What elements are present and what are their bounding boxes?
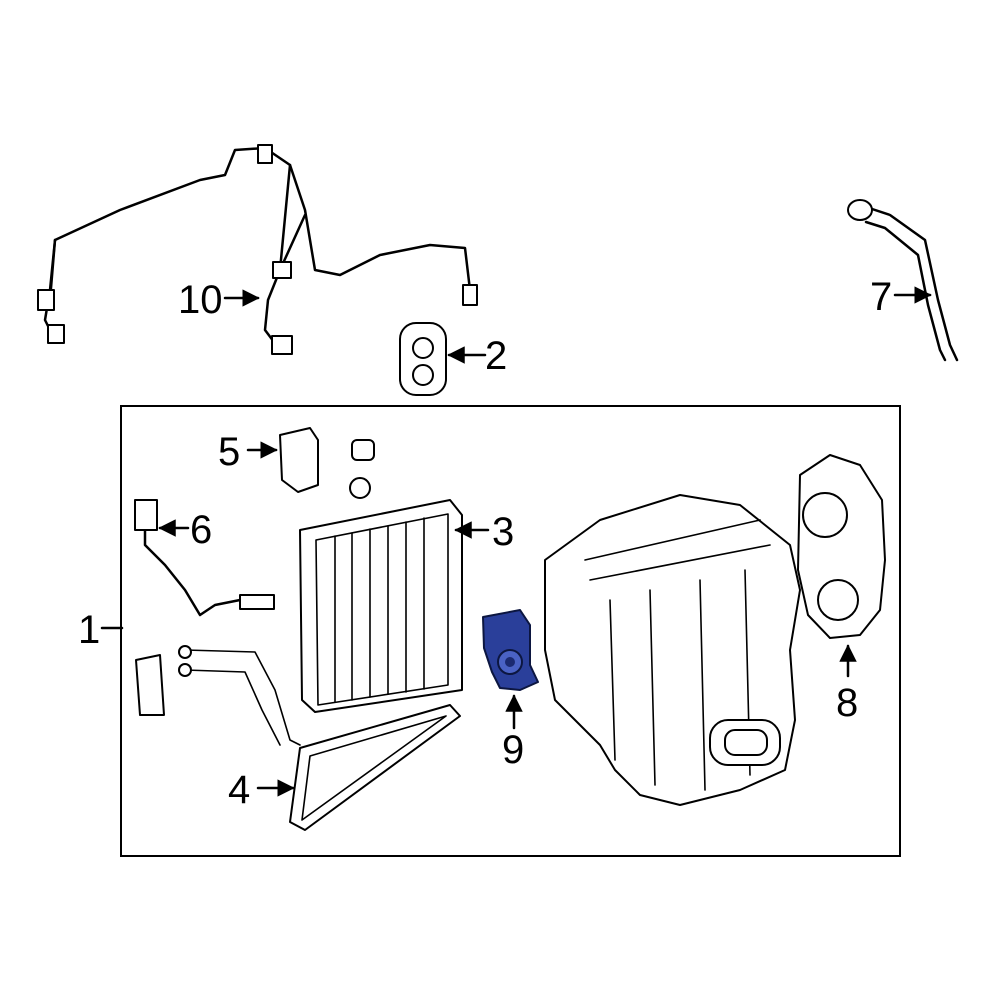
blower-part-8[interactable] [797,454,886,639]
callout-10: 10 [178,278,223,322]
wire-harness-part-10[interactable] [37,144,478,355]
sensor-part-5[interactable] [279,427,375,499]
callout-1: 1 [78,608,100,652]
leader-arrows [100,286,932,797]
callout-2: 2 [485,334,507,378]
assembly-frame-part-1 [120,405,901,857]
actuator-part-9-highlighted[interactable] [482,609,539,691]
callout-9: 9 [502,728,524,772]
sensor-wire-part-6[interactable] [134,499,275,617]
callout-5: 5 [218,430,240,474]
callout-3: 3 [492,510,514,554]
hvac-case[interactable] [544,494,801,806]
callout-8: 8 [836,681,858,725]
bracket[interactable] [135,654,165,716]
callout-4: 4 [228,768,250,812]
grommet-part-2[interactable] [399,322,447,396]
heater-core-part-4[interactable] [178,645,461,831]
callout-7: 7 [870,275,892,319]
evaporator-part-3[interactable] [299,499,463,713]
hose-part-7[interactable] [847,199,959,362]
callout-6: 6 [190,508,212,552]
